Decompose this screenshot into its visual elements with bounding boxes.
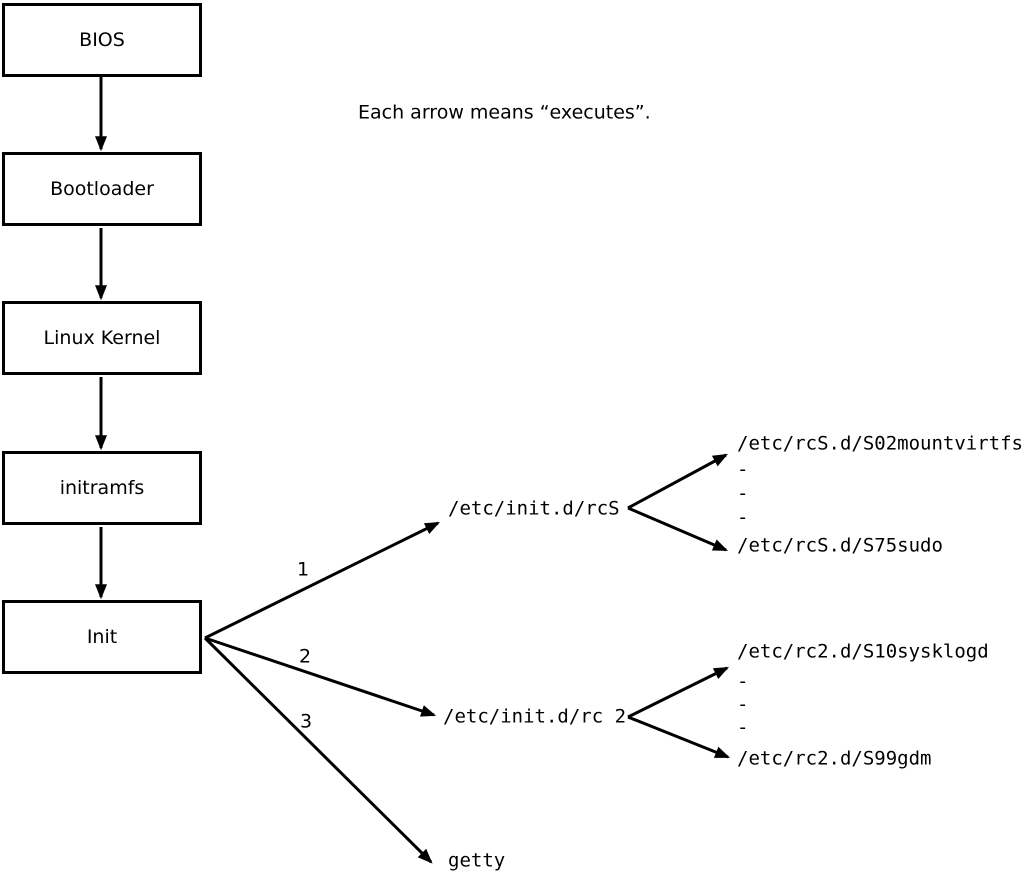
label-rc2-ellipsis-1: - — [737, 670, 749, 693]
label-getty: getty — [448, 849, 506, 872]
label-rc2-s10sysklogd: /etc/rc2.d/S10sysklogd — [737, 640, 989, 663]
arrow-init-rcS — [204, 521, 441, 640]
label-rc2-ellipsis-2: - — [737, 693, 749, 716]
label-rc2-ellipsis-3: - — [737, 716, 749, 739]
label-rcS-s02mountvirtfs: /etc/rcS.d/S02mountvirtfs — [737, 432, 1023, 455]
arrow-number-3: 3 — [299, 710, 313, 733]
node-linux-kernel-label: Linux Kernel — [43, 326, 161, 349]
arrow-init-rc2 — [204, 636, 437, 717]
label-init-d-rc2: /etc/init.d/rc 2 — [443, 705, 627, 728]
node-bios-label: BIOS — [79, 28, 125, 51]
arrow-init-getty — [203, 636, 433, 864]
node-init-label: Init — [86, 625, 118, 648]
node-initramfs-label: initramfs — [59, 476, 145, 499]
arrow-number-2: 2 — [298, 645, 312, 668]
node-initramfs: initramfs — [2, 451, 202, 525]
arrow-rcS-s75 — [627, 506, 729, 552]
label-init-d-rcS: /etc/init.d/rcS — [448, 497, 620, 520]
arrow-number-1: 1 — [296, 558, 310, 581]
node-bootloader: Bootloader — [2, 152, 202, 226]
label-rcS-ellipsis-2: - — [737, 482, 749, 505]
node-linux-kernel: Linux Kernel — [2, 301, 202, 375]
label-rcS-ellipsis-1: - — [737, 458, 749, 481]
arrow-rcS-s02 — [627, 453, 728, 510]
node-init: Init — [2, 600, 202, 674]
node-bootloader-label: Bootloader — [50, 177, 154, 200]
legend-note: Each arrow means “executes”. — [358, 101, 651, 124]
arrow-rc2-s99 — [627, 715, 731, 759]
label-rcS-s75sudo: /etc/rcS.d/S75sudo — [737, 534, 943, 557]
arrow-rc2-s10 — [627, 666, 730, 719]
label-rc2-s99gdm: /etc/rc2.d/S99gdm — [737, 747, 932, 770]
label-rcS-ellipsis-3: - — [737, 506, 749, 529]
node-bios: BIOS — [2, 3, 202, 77]
